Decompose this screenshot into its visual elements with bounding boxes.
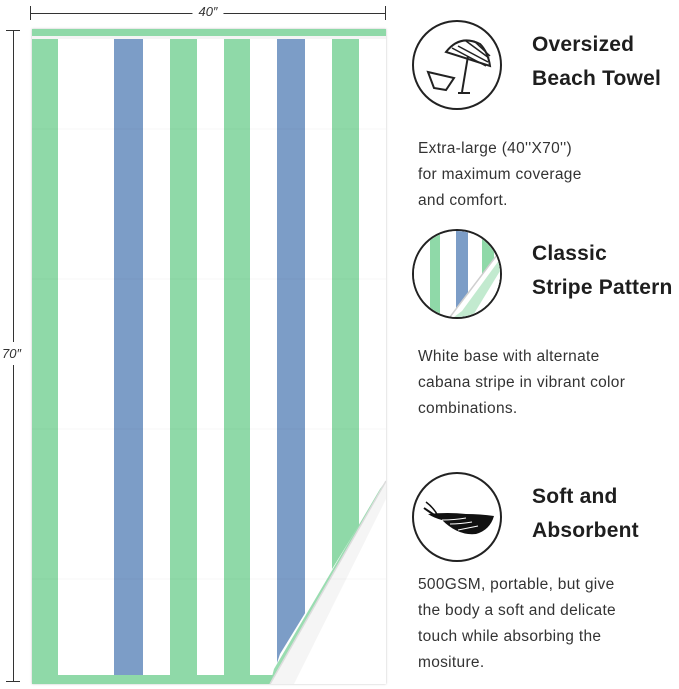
desc-line: and comfort. <box>418 192 508 209</box>
striped-towel-image <box>32 29 386 684</box>
desc-line: White base with alternate <box>418 348 600 365</box>
feature-description: 500GSM, portable, but give the body a so… <box>418 572 616 676</box>
feature-title: Soft and Absorbent <box>532 480 639 548</box>
feature-description: Extra-large (40''X70'') for maximum cove… <box>418 136 582 214</box>
desc-line: cabana stripe in vibrant color <box>418 374 626 391</box>
feather-icon <box>412 472 502 562</box>
title-line: Absorbent <box>532 519 639 542</box>
beach-umbrella-icon <box>412 20 502 110</box>
desc-line: the body a soft and delicate <box>418 602 616 619</box>
desc-line: combinations. <box>418 400 518 417</box>
title-line: Stripe Pattern <box>532 276 673 299</box>
title-line: Soft and <box>532 485 618 508</box>
width-dimension: 40″ <box>30 4 386 22</box>
feature-oversized: Oversized Beach Towel Extra-large (40''X… <box>412 20 677 215</box>
feature-soft-absorbent: Soft and Absorbent 500GSM, portable, but… <box>412 472 677 687</box>
title-line: Classic <box>532 242 607 265</box>
desc-line: 500GSM, portable, but give <box>418 576 615 593</box>
stripe-pattern-icon <box>412 229 502 319</box>
desc-line: Extra-large (40''X70'') <box>418 140 572 157</box>
title-line: Beach Towel <box>532 67 662 90</box>
title-line: Oversized <box>532 33 635 56</box>
desc-line: touch while absorbing the <box>418 628 602 645</box>
feature-title: Oversized Beach Towel <box>532 28 661 96</box>
width-label: 40″ <box>192 4 224 19</box>
height-label: 70″ <box>2 342 22 365</box>
feature-stripe-pattern: Classic Stripe Pattern White base with a… <box>412 229 677 429</box>
towel-stripes-drawing <box>32 29 386 684</box>
height-dimension: 70″ <box>2 30 22 682</box>
feature-description: White base with alternate cabana stripe … <box>418 344 625 422</box>
desc-line: mositure. <box>418 654 485 671</box>
desc-line: for maximum coverage <box>418 166 582 183</box>
feature-title: Classic Stripe Pattern <box>532 237 673 305</box>
